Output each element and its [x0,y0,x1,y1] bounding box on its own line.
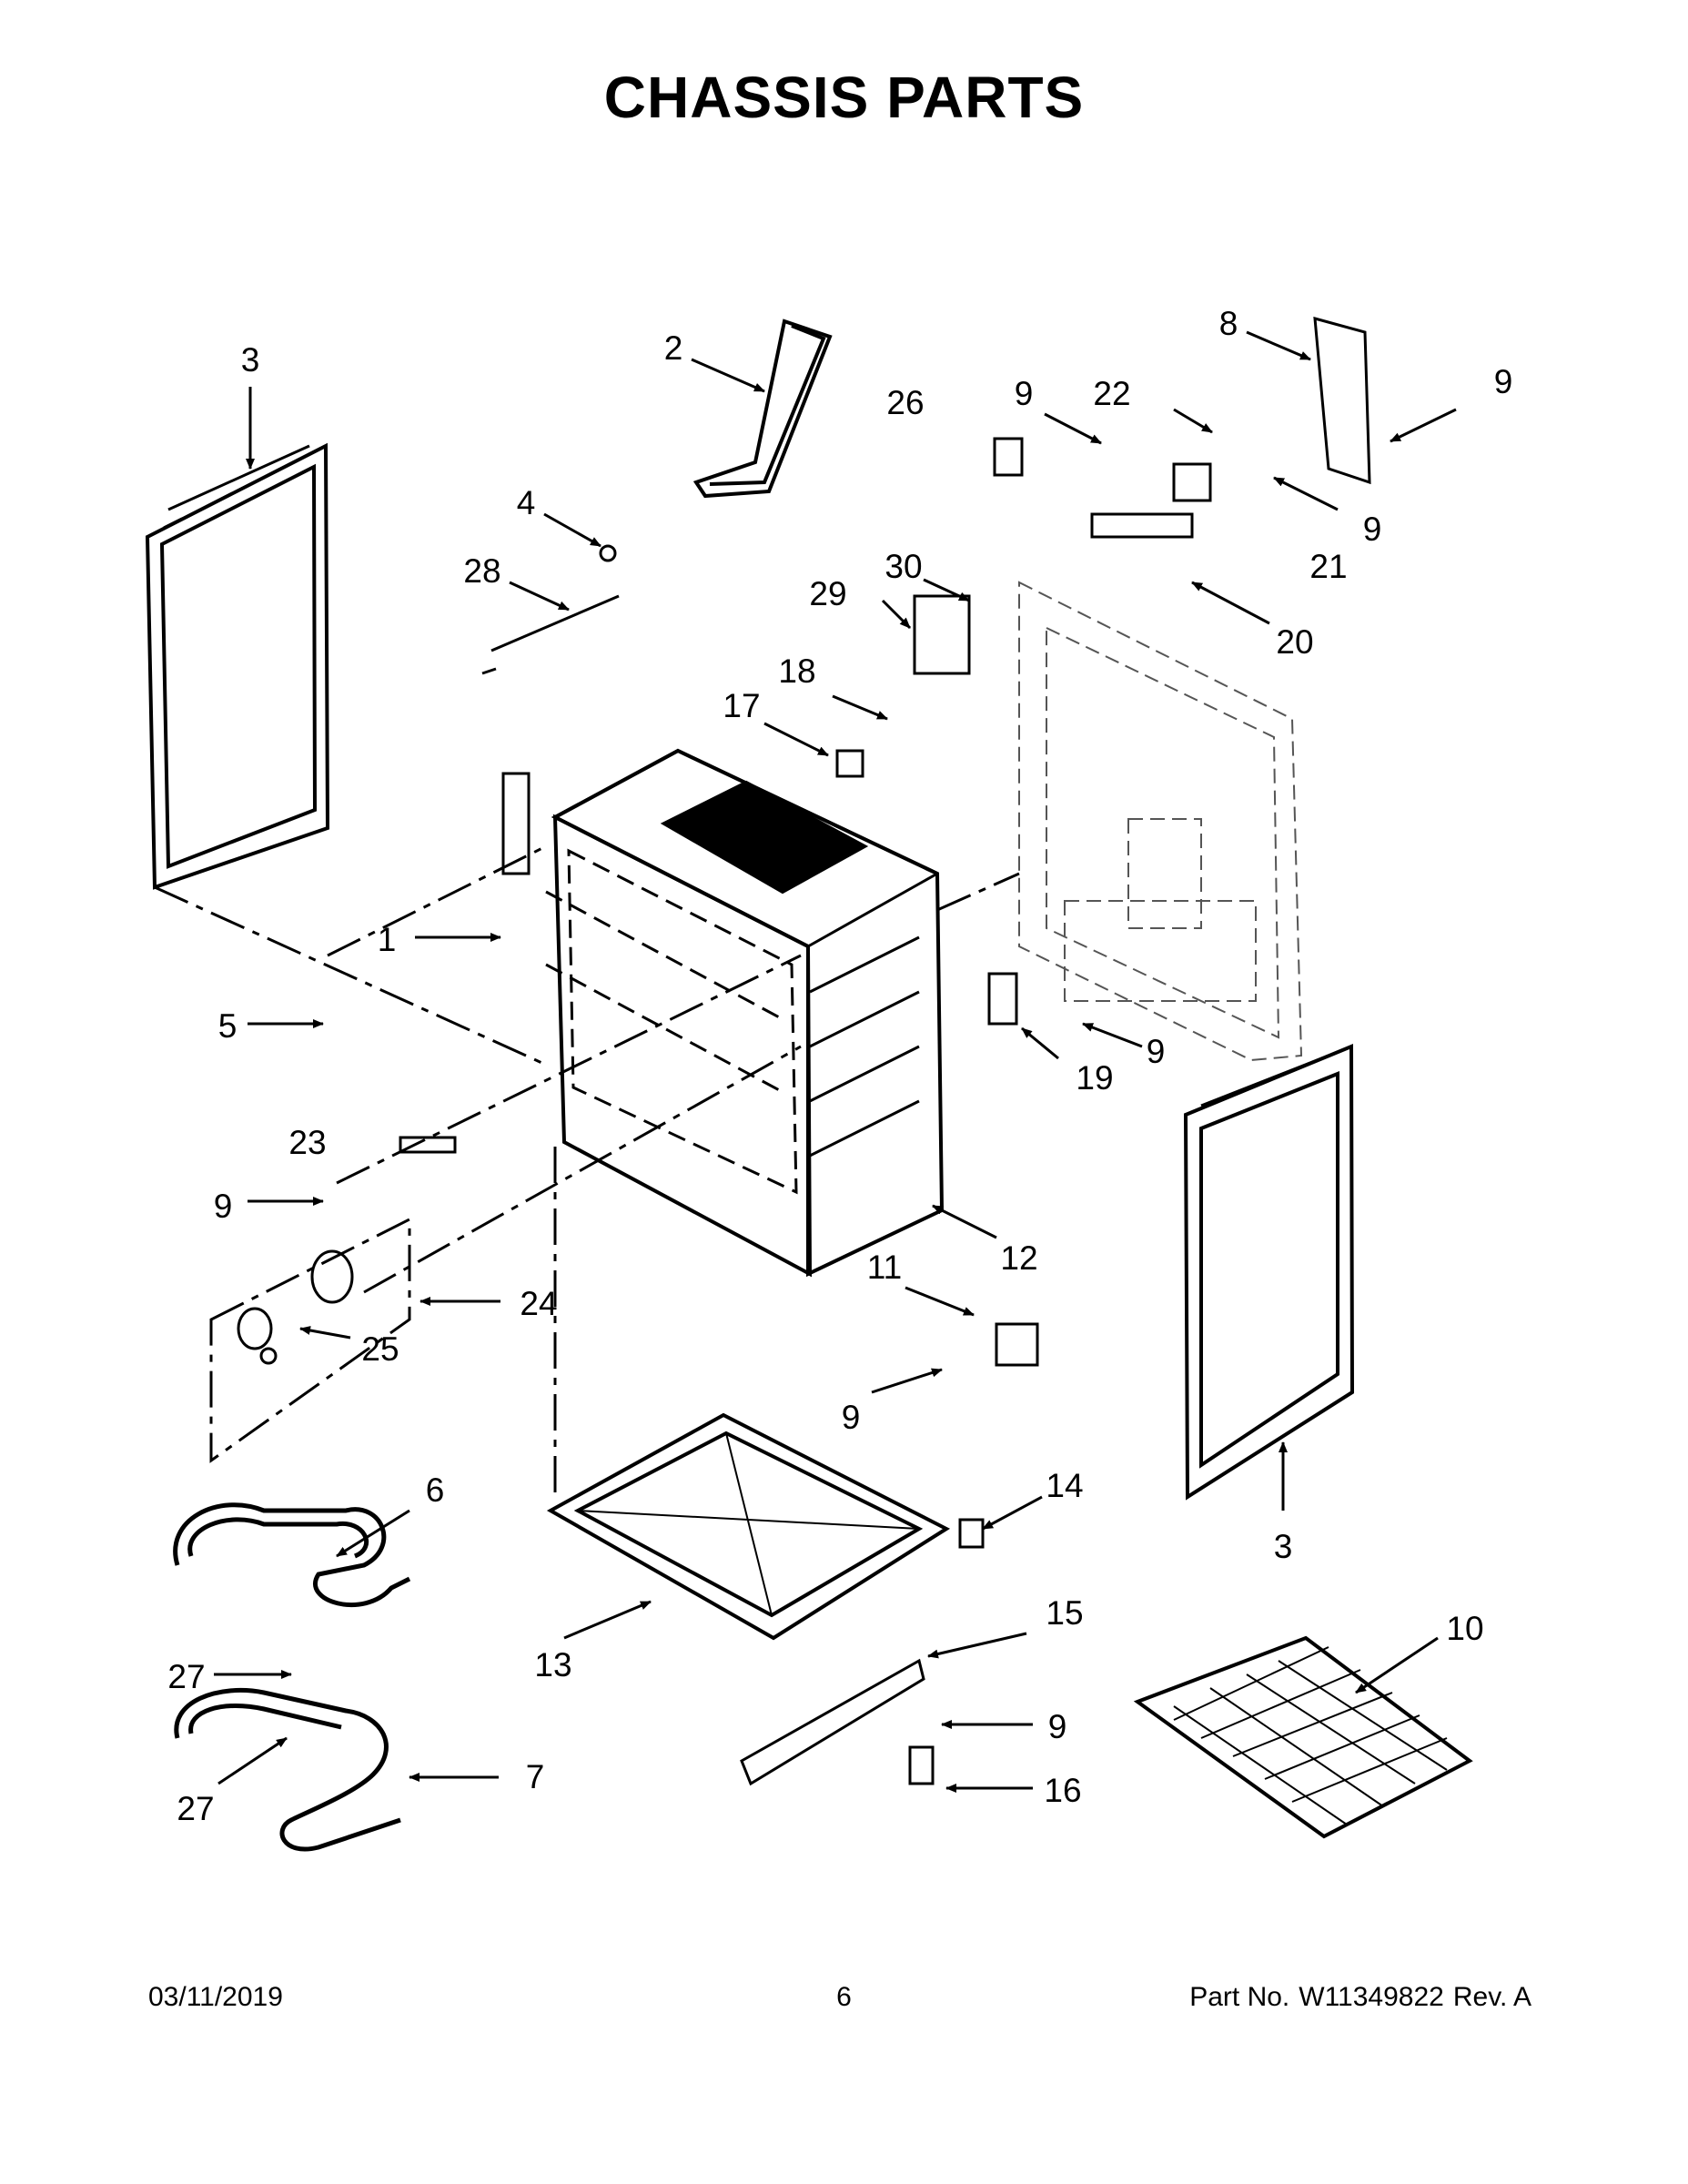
bake-element [174,1687,401,1852]
callout-21: 21 [1309,548,1347,585]
callout-8: 8 [1219,305,1238,342]
footer-part-number: W11349822 [1299,1982,1444,2012]
callout-23: 23 [288,1124,326,1161]
callout-9-e: 9 [214,1188,233,1225]
callout-1: 1 [378,921,397,958]
callout-arrows [214,330,1457,1793]
callout-9-a: 9 [1015,375,1034,412]
callout-28: 28 [463,552,500,590]
callout-7: 7 [526,1758,545,1795]
callout-25: 25 [361,1330,399,1368]
assembly-lines [154,844,1020,1502]
bracket-top [692,318,833,499]
callout-2: 2 [664,329,683,367]
footer-date: 03/11/2019 [148,1982,283,2012]
callout-labels: 1 2 3 3 4 5 6 7 8 9 9 9 9 9 9 9 10 11 12… [167,305,1512,1827]
callout-10: 10 [1446,1610,1483,1647]
callout-12: 12 [1000,1239,1037,1277]
callout-27-a: 27 [167,1658,205,1695]
callout-9-g: 9 [1048,1708,1067,1745]
oven-bottom [546,1412,951,1641]
callout-9-f: 9 [842,1399,861,1436]
side-panel-right [1183,1044,1355,1501]
callout-22: 22 [1093,375,1130,412]
callout-3-right: 3 [1274,1528,1293,1565]
callout-6: 6 [426,1471,445,1509]
callout-24: 24 [520,1285,557,1322]
callout-30: 30 [884,548,922,585]
callout-9-c: 9 [1363,511,1382,548]
callout-9-b: 9 [1494,363,1513,400]
callout-5: 5 [218,1007,238,1045]
callout-13: 13 [534,1646,571,1684]
side-panel-left [145,442,330,890]
page-title: CHASSIS PARTS [603,65,1085,130]
callout-11: 11 [867,1249,902,1286]
callout-14: 14 [1046,1467,1083,1504]
oven-cavity [551,748,945,1278]
callout-26: 26 [886,384,924,421]
callout-17: 17 [723,687,760,724]
small-parts [237,316,1371,1786]
oven-cavity-front-frame [545,848,798,1195]
footer-part-info: Part No. W11349822 Rev. A [1180,1982,1531,2013]
oven-rack [1133,1635,1473,1839]
callout-3-left: 3 [241,341,260,379]
callout-9-d: 9 [1147,1033,1166,1070]
callout-18: 18 [778,652,815,690]
callout-20: 20 [1276,623,1313,661]
callout-4: 4 [517,484,536,521]
footer-part-prefix: Part No. [1189,1982,1290,2012]
footer-revision: Rev. A [1452,1982,1531,2012]
rear-panel [1018,581,1303,1062]
broil-element [173,1502,411,1608]
callout-19: 19 [1076,1059,1113,1097]
callout-29: 29 [809,575,846,612]
callout-27-b: 27 [177,1790,214,1827]
callout-15: 15 [1046,1594,1083,1632]
footer-page-number: 6 [836,1982,852,2012]
callout-16: 16 [1044,1772,1081,1809]
